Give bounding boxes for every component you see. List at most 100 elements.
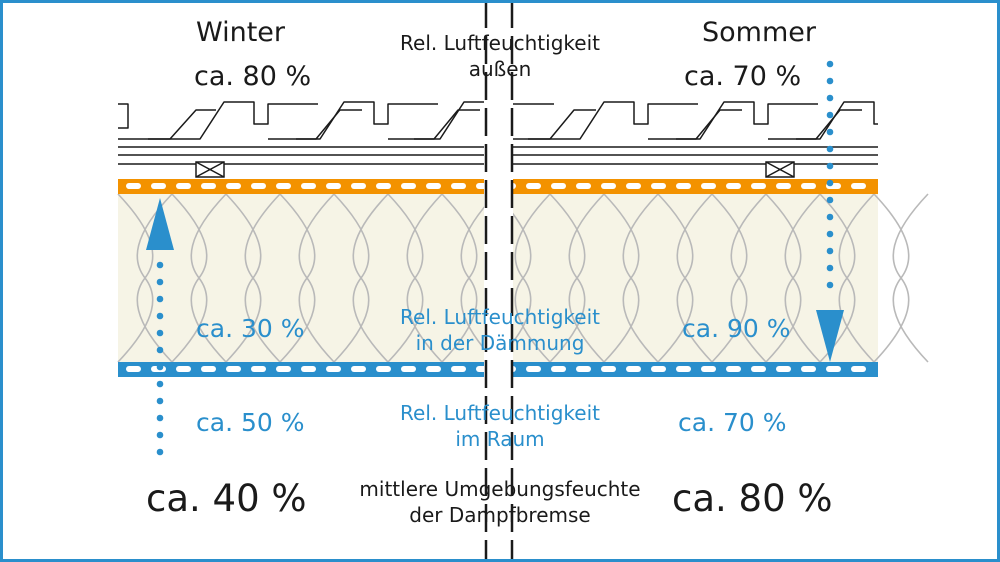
perforation-slot bbox=[676, 183, 691, 189]
perforation-slot bbox=[701, 366, 716, 372]
summer-insulation-humidity: ca. 90 % bbox=[682, 314, 791, 343]
arrow-dot bbox=[826, 77, 834, 85]
outside-label-line1: Rel. Luftfeuchtigkeit bbox=[400, 31, 600, 55]
perforation-slot bbox=[526, 366, 541, 372]
perforation-slot bbox=[526, 183, 541, 189]
arrow-dot bbox=[826, 179, 834, 187]
winter-membrane-humidity: ca. 40 % bbox=[146, 477, 307, 520]
arrow-head-down bbox=[816, 310, 844, 362]
arrow-dot bbox=[156, 278, 164, 286]
perforation-slot bbox=[126, 183, 141, 189]
perforation-slot bbox=[201, 183, 216, 189]
room-humidity-label: Rel. Luftfeuchtigkeit im Raum bbox=[350, 400, 650, 452]
insulation-wave bbox=[279, 193, 335, 363]
perforation-slot bbox=[251, 183, 266, 189]
arrow-dot bbox=[826, 60, 834, 68]
summer-outside-humidity: ca. 70 % bbox=[684, 61, 802, 92]
perforation-slot bbox=[426, 183, 441, 189]
arrow-dot bbox=[826, 162, 834, 170]
insulation-wave bbox=[711, 193, 767, 363]
insulation-wave bbox=[657, 193, 713, 363]
perforation-slot bbox=[276, 183, 291, 189]
perforation-slot bbox=[551, 366, 566, 372]
membrane-label-line1: mittlere Umgebungsfeuchte bbox=[359, 477, 641, 501]
perforation-slot bbox=[351, 183, 366, 189]
roof-tiles bbox=[118, 101, 878, 140]
arrow-dot bbox=[156, 431, 164, 439]
summer-membrane-humidity: ca. 80 % bbox=[672, 477, 833, 520]
perforation-slot bbox=[651, 366, 666, 372]
perforation-slot bbox=[276, 366, 291, 372]
room-label-line2: im Raum bbox=[455, 427, 545, 451]
insulation-wave bbox=[441, 193, 497, 363]
perforation-slot bbox=[776, 183, 791, 189]
perforation-slot bbox=[576, 183, 591, 189]
perforation-slot bbox=[576, 366, 591, 372]
perforation-slot bbox=[626, 183, 641, 189]
perforation-slot bbox=[451, 366, 466, 372]
insulation-label-line1: Rel. Luftfeuchtigkeit bbox=[400, 305, 600, 329]
arrow-dot bbox=[156, 380, 164, 388]
perforation-slot bbox=[376, 366, 391, 372]
perforation-slot bbox=[551, 183, 566, 189]
arrow-dot bbox=[156, 363, 164, 371]
arrow-dot bbox=[156, 397, 164, 405]
perforation-slot bbox=[851, 366, 866, 372]
perforation-slot bbox=[351, 366, 366, 372]
winter-insulation-humidity: ca. 30 % bbox=[196, 314, 305, 343]
insulation-waves bbox=[117, 193, 929, 363]
insulation-wave bbox=[603, 193, 659, 363]
arrow-dot bbox=[826, 230, 834, 238]
blue-barrier-perforation bbox=[126, 366, 866, 372]
insulation-wave bbox=[333, 193, 389, 363]
arrow-dot bbox=[826, 145, 834, 153]
arrow-dot bbox=[826, 281, 834, 289]
arrow-dot bbox=[156, 329, 164, 337]
perforation-slot bbox=[226, 366, 241, 372]
arrow-dot bbox=[156, 312, 164, 320]
arrow-dot bbox=[826, 196, 834, 204]
perforation-slot bbox=[651, 183, 666, 189]
perforation-slot bbox=[426, 366, 441, 372]
perforation-slot bbox=[301, 183, 316, 189]
perforation-slot bbox=[451, 183, 466, 189]
perforation-slot bbox=[401, 183, 416, 189]
perforation-slot bbox=[726, 366, 741, 372]
perforation-slot bbox=[751, 183, 766, 189]
perforation-slot bbox=[751, 366, 766, 372]
arrow-head-up bbox=[146, 198, 174, 250]
summer-title: Sommer bbox=[702, 17, 816, 48]
arrow-dot bbox=[156, 295, 164, 303]
summer-room-humidity: ca. 70 % bbox=[678, 408, 787, 437]
perforation-slot bbox=[601, 183, 616, 189]
arrow-dot bbox=[826, 213, 834, 221]
winter-room-humidity: ca. 50 % bbox=[196, 408, 305, 437]
arrow-dot bbox=[156, 346, 164, 354]
insulation-wave bbox=[225, 193, 281, 363]
arrow-down-dotted-icon bbox=[816, 60, 844, 362]
insulation-wave bbox=[117, 193, 173, 363]
perforation-slot bbox=[326, 366, 341, 372]
outside-humidity-label: Rel. Luftfeuchtigkeit außen bbox=[350, 30, 650, 82]
perforation-slot bbox=[601, 366, 616, 372]
perforation-slot bbox=[326, 183, 341, 189]
perforation-slot bbox=[776, 366, 791, 372]
insulation-humidity-label: Rel. Luftfeuchtigkeit in der Dämmung bbox=[350, 304, 650, 356]
insulation-wave bbox=[387, 193, 443, 363]
perforation-slot bbox=[201, 366, 216, 372]
insulation-wave bbox=[819, 193, 875, 363]
arrow-dot bbox=[826, 128, 834, 136]
perforation-slot bbox=[801, 366, 816, 372]
perforation-slot bbox=[151, 183, 166, 189]
membrane-humidity-label: mittlere Umgebungsfeuchte der Dampfbrems… bbox=[340, 476, 660, 528]
winter-outside-humidity: ca. 80 % bbox=[194, 61, 312, 92]
room-label-line1: Rel. Luftfeuchtigkeit bbox=[400, 401, 600, 425]
winter-title: Winter bbox=[196, 17, 286, 48]
perforation-slot bbox=[701, 183, 716, 189]
arrow-dot bbox=[826, 264, 834, 272]
membrane-label-line2: der Dampfbremse bbox=[409, 503, 591, 527]
perforation-slot bbox=[126, 366, 141, 372]
perforation-slot bbox=[176, 366, 191, 372]
insulation-wave bbox=[549, 193, 605, 363]
perforation-slot bbox=[301, 366, 316, 372]
